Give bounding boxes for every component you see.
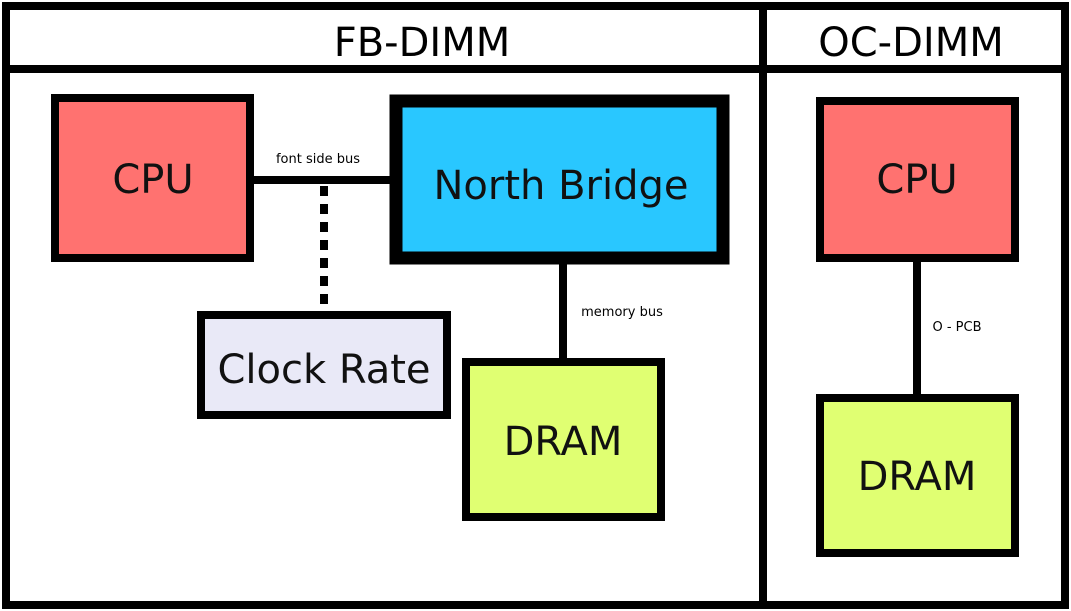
oc-dram-rect <box>816 394 1019 557</box>
o-pcb-label: O - PCB <box>932 320 981 335</box>
fb-dram-label: DRAM <box>504 419 623 465</box>
fb-cpu-rect <box>51 94 254 262</box>
fb-cpu-box: CPU <box>51 94 254 262</box>
clock-rate-box: Clock Rate <box>197 311 451 419</box>
fb-dimm-title: FB-DIMM <box>334 20 511 66</box>
oc-dram-box: DRAM <box>816 394 1019 557</box>
front-side-bus-label: font side bus <box>276 152 360 167</box>
memory-bus-label: memory bus <box>581 305 663 320</box>
oc-cpu-label: CPU <box>876 157 957 203</box>
oc-cpu-rect <box>816 97 1019 262</box>
north-bridge-label: North Bridge <box>434 163 689 209</box>
oc-cpu-box: CPU <box>816 97 1019 262</box>
north-bridge-box: North Bridge <box>389 94 730 265</box>
north-bridge-rect <box>389 94 730 265</box>
oc-dram-label: DRAM <box>858 454 977 500</box>
fb-cpu-label: CPU <box>112 157 193 203</box>
oc-dimm-title: OC-DIMM <box>818 20 1003 66</box>
clock-rate-label: Clock Rate <box>217 347 430 393</box>
fb-dram-box: DRAM <box>462 358 665 521</box>
fb-dram-rect <box>462 358 665 521</box>
clock-rate-rect <box>197 311 451 419</box>
